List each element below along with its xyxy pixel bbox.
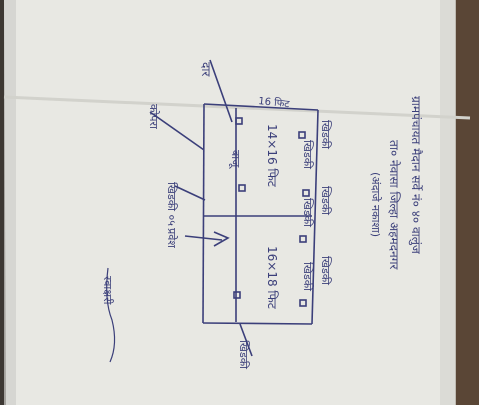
side-annotation: बाजू [228, 150, 242, 169]
top-window-label-2: खिडकी [319, 186, 332, 215]
window-mark-4 [299, 235, 307, 243]
signature-stroke [106, 267, 116, 363]
paper-edge-right [455, 0, 479, 405]
side-window-label: खिडकी [237, 340, 250, 369]
plan-top-wall [203, 103, 319, 111]
plan-width-label: 16 फिट [258, 95, 291, 110]
window-mark-7 [238, 184, 246, 192]
signature: स्वाक्षरी [101, 276, 114, 305]
corner-annotation: कोपरा [147, 104, 160, 129]
paper-shadow-left [4, 0, 16, 405]
window-mark-3 [302, 189, 310, 197]
plan-labels: 16 फिट 14×16 फिट 16×18 फिट खिडकी खिडकी ख… [147, 62, 332, 369]
bottom-window-label-3: खिडकी [301, 262, 314, 291]
entrance-label: प्रवेश [165, 228, 178, 248]
room-1-size-label: 14×16 फिट [265, 124, 279, 188]
bottom-window-label-1: खिडकी [301, 140, 314, 169]
top-window-label-1: खिडकी [319, 120, 332, 149]
heading-block: ग्रामपंचायत मैदान सर्वे नं० ४० वालुंज ता… [369, 96, 423, 270]
plan-right-wall [311, 109, 319, 325]
paper-fold [3, 95, 471, 120]
floor-plan [149, 59, 319, 357]
window-mark-1 [235, 117, 243, 125]
lobby-label: खिडकी ०५ [165, 182, 178, 226]
entrance-leader [184, 235, 223, 241]
corner-leader [149, 111, 205, 151]
door-label: दार [199, 62, 213, 77]
window-mark-5 [299, 299, 307, 307]
plan-left-wall [202, 103, 205, 324]
side-window-leader [239, 323, 253, 357]
bottom-window-label-2: खिडकी [301, 198, 314, 227]
plan-bottom-wall [202, 322, 313, 325]
lobby-leader [174, 185, 206, 201]
window-mark-6 [233, 291, 241, 299]
window-mark-2 [298, 131, 306, 139]
heading-line-2: ता० नेवासा जिल्हा अहमदनगर [387, 140, 401, 270]
heading-line-3: (अंदाजे नकाशा) [369, 172, 382, 237]
room-2-size-label: 16×18 फिट [265, 246, 279, 310]
entrance-arrow [213, 231, 230, 247]
heading-line-1: ग्रामपंचायत मैदान सर्वे नं० ४० वालुंज [408, 96, 423, 255]
door-arrow [209, 59, 233, 123]
top-window-label-3: खिडकी [319, 256, 332, 285]
paper-edge-highlight [440, 0, 456, 405]
